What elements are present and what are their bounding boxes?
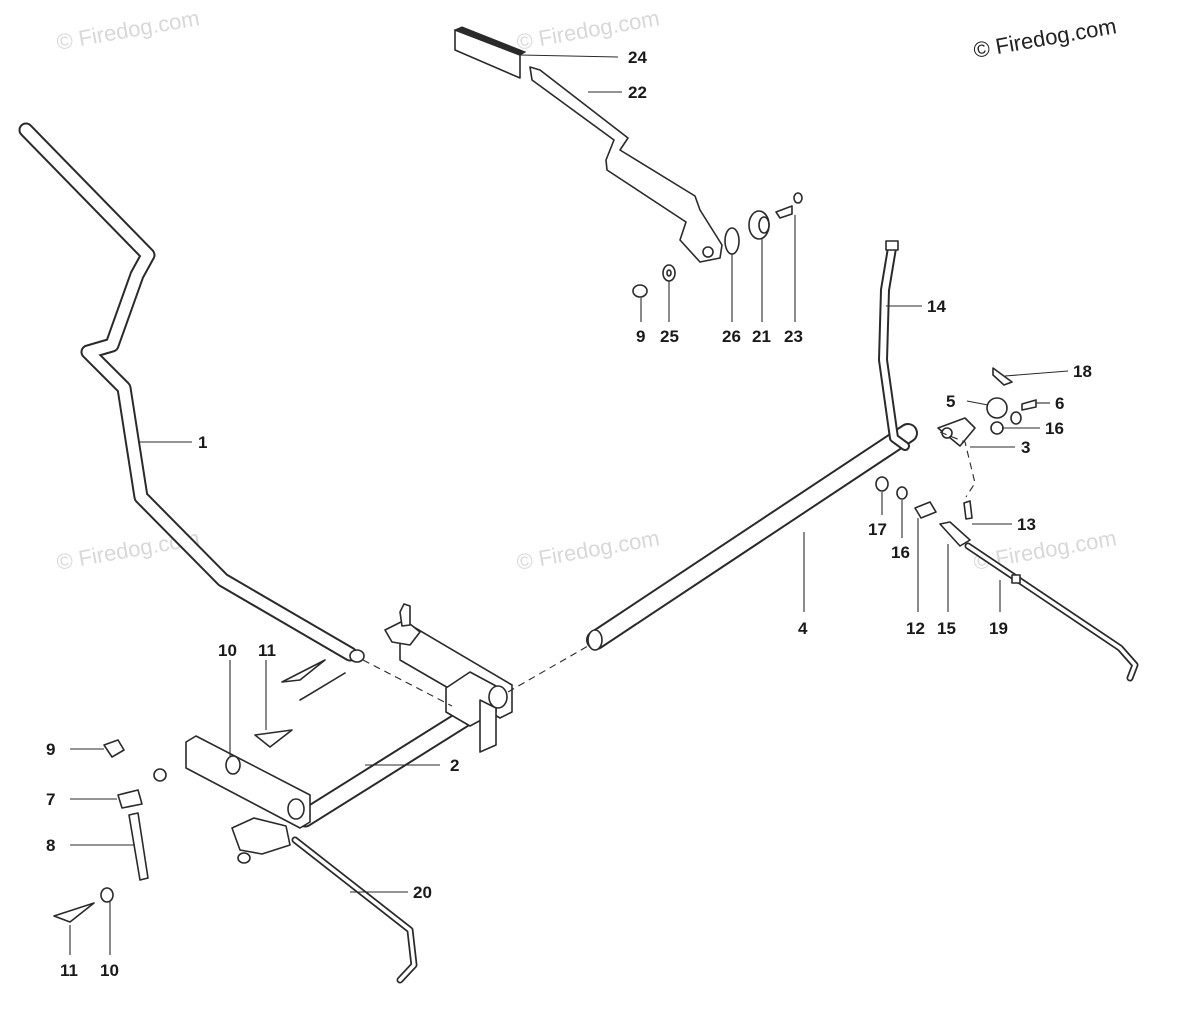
callout-10: 10	[218, 641, 237, 660]
callout-1: 1	[198, 433, 207, 452]
pedal-hardware	[632, 192, 803, 298]
callout-3: 3	[1021, 438, 1030, 457]
callout-7: 7	[46, 790, 55, 809]
callout-9: 9	[46, 740, 55, 759]
callout-17: 17	[868, 520, 887, 539]
callout-16: 16	[891, 543, 910, 562]
callout-25: 25	[660, 327, 679, 346]
lift-lever-rod	[18, 122, 365, 663]
callout-2: 2	[450, 756, 459, 775]
callout-24: 24	[628, 48, 647, 67]
callout-10: 10	[100, 961, 119, 980]
callout-5: 5	[946, 392, 955, 411]
callout-13: 13	[1017, 515, 1036, 534]
watermarks: © Firedog.com © Firedog.com © Firedog.co…	[55, 5, 1119, 575]
watermark: © Firedog.com	[972, 525, 1119, 575]
left-link-rod	[231, 817, 418, 984]
right-hardware	[875, 367, 1037, 547]
callout-22: 22	[628, 83, 647, 102]
callout-9: 9	[636, 327, 645, 346]
callout-6: 6	[1055, 394, 1064, 413]
watermark: © Firedog.com	[55, 5, 202, 55]
callout-4: 4	[798, 619, 808, 638]
callout-11: 11	[258, 641, 276, 660]
lift-shaft-assembly	[185, 603, 513, 829]
copyright-text: © Firedog.com	[972, 13, 1119, 63]
callouts: 24 22 1 9 25 26 21 23 14 18 5 6 16 3 13 …	[46, 48, 1092, 980]
callout-16: 16	[1045, 419, 1064, 438]
callout-21: 21	[752, 327, 771, 346]
callout-20: 20	[413, 883, 432, 902]
callout-19: 19	[989, 619, 1008, 638]
right-link-rod	[964, 542, 1139, 682]
callout-15: 15	[937, 619, 956, 638]
callout-12: 12	[906, 619, 925, 638]
callout-11: 11	[60, 961, 78, 980]
callout-23: 23	[784, 327, 803, 346]
watermark: © Firedog.com	[515, 525, 662, 575]
callout-18: 18	[1073, 362, 1092, 381]
pedal-pad	[453, 26, 527, 79]
leader-lines	[69, 54, 1069, 955]
callout-8: 8	[46, 836, 55, 855]
left-hardware	[53, 659, 346, 923]
callout-26: 26	[722, 327, 741, 346]
pedal-arm	[529, 66, 723, 263]
cross-tube	[362, 423, 918, 707]
callout-14: 14	[927, 297, 946, 316]
upright-rod	[878, 240, 910, 451]
